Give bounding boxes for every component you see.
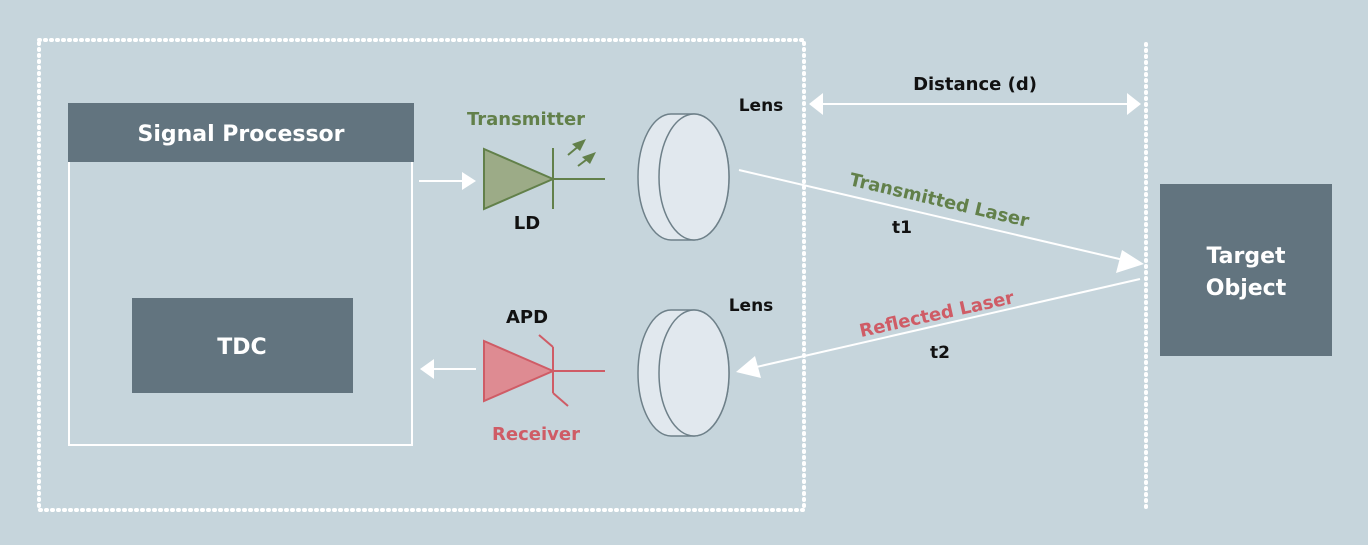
beam-arrowhead-icon — [736, 356, 761, 378]
beam-arrowhead-icon — [1116, 250, 1144, 273]
double-arrow-icon — [809, 93, 1141, 115]
signal-processor-title: Signal Processor — [137, 122, 344, 147]
ld-label: LD — [514, 213, 540, 234]
avalanche-photodiode-icon — [483, 334, 605, 407]
apd-to-processor-arrow — [420, 359, 476, 379]
tdc-box — [132, 298, 353, 393]
transmitted-laser-label: Transmitted Laser — [847, 169, 1031, 231]
signal-processor-header — [68, 103, 414, 162]
sensor-module-boundary — [37, 38, 806, 512]
transmitter-title: Transmitter — [467, 109, 585, 130]
receiver: APD Receiver — [483, 307, 605, 445]
signal-processor-frame — [68, 131, 413, 446]
processor-to-ld-arrow — [419, 172, 476, 190]
target-object-label-line2: Object — [1206, 276, 1287, 301]
tdc-label: TDC — [217, 335, 266, 360]
apd-label: APD — [506, 307, 548, 328]
reflected-laser-label: Reflected Laser — [858, 287, 1017, 342]
t1-label: t1 — [892, 218, 912, 238]
target-object-box — [1160, 184, 1332, 356]
receiver-title: Receiver — [492, 424, 580, 445]
reflected-laser-beam: Reflected Laser t2 — [736, 278, 1141, 378]
distance-label: Distance (d) — [913, 74, 1037, 95]
lens-top-label: Lens — [739, 96, 784, 116]
signal-processor: Signal Processor TDC — [68, 103, 414, 446]
t2-label: t2 — [930, 343, 950, 363]
target-object-label-line1: Target — [1206, 244, 1286, 269]
transmitter: Transmitter LD — [467, 109, 605, 234]
distance-indicator: Distance (d) — [809, 74, 1141, 115]
lens-bottom-label: Lens — [729, 296, 774, 316]
lens-bottom: Lens — [637, 296, 774, 444]
target-object: Target Object — [1160, 184, 1332, 356]
laser-diode-icon — [483, 139, 605, 211]
lens-top: Lens — [637, 96, 784, 248]
transmitted-laser-beam: Transmitted Laser t1 — [738, 169, 1144, 273]
